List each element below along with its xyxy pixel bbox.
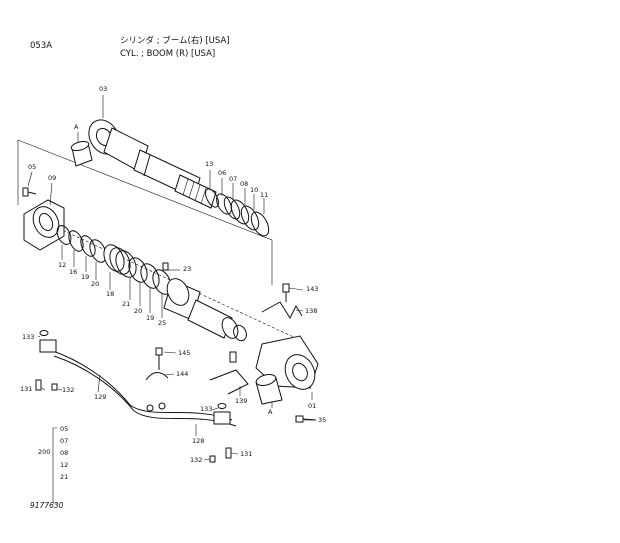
rod-seals: [205, 188, 270, 237]
callout-131-right: 131: [240, 450, 253, 458]
callout-25: 25: [158, 319, 167, 327]
callout-19-head: 19: [81, 273, 90, 281]
callout-08: 08: [240, 180, 249, 188]
callout-131-left: 131: [20, 385, 33, 393]
callout-13: 13: [205, 160, 214, 168]
title-japanese: シリンダ ; ブーム(右) [USA]: [120, 36, 230, 46]
callout-03: 03: [99, 85, 108, 93]
leader-lines: [27, 95, 314, 461]
kit-item: 12: [60, 461, 69, 469]
callout-132-left: 132: [62, 386, 75, 394]
figure-number: 9177630: [30, 501, 64, 510]
kit-item: 21: [60, 473, 69, 481]
callout-12: 12: [58, 261, 67, 269]
callout-143: 143: [306, 285, 319, 293]
callout-06: 06: [218, 169, 227, 177]
callout-20-piston: 20: [134, 307, 143, 315]
callout-01: 01: [308, 402, 317, 410]
callout-07: 07: [229, 175, 238, 183]
bolt-35: [295, 415, 317, 423]
callout-133-left: 133: [22, 333, 35, 341]
kit-bracket: [52, 427, 57, 504]
callout-10: 10: [250, 186, 259, 194]
callout-132-right: 132: [190, 456, 203, 464]
callout-09: 09: [48, 174, 57, 182]
callout-21: 21: [122, 300, 131, 308]
callout-138: 138: [305, 307, 318, 315]
piston-assembly: [128, 257, 247, 342]
title-english: CYL. ; BOOM (R) [USA]: [120, 49, 216, 59]
bracket-139: [209, 351, 249, 395]
callout-145: 145: [178, 349, 191, 357]
head-seals: [56, 225, 137, 278]
clamp-144: [145, 347, 169, 381]
pipe-lines: [35, 330, 237, 463]
callout-23: 23: [183, 265, 192, 273]
callout-139: 139: [235, 397, 248, 405]
assembly-frame: [17, 139, 273, 285]
cylinder-head: [22, 187, 65, 251]
callout-129: 129: [94, 393, 107, 401]
callout-05: 05: [28, 163, 37, 171]
kit-item: 05: [60, 425, 69, 433]
callout-16: 16: [69, 268, 78, 276]
callout-128: 128: [192, 437, 205, 445]
callout-11: 11: [260, 191, 269, 199]
callout-19-piston: 19: [146, 314, 155, 322]
callout-133-right: 133: [200, 405, 213, 413]
callout-18: 18: [106, 290, 115, 298]
rod-bushing: [70, 140, 93, 167]
piston-rod: [88, 119, 217, 209]
kit-item: 08: [60, 449, 69, 457]
kit-number: 200: [38, 448, 51, 456]
kit-item: 07: [60, 437, 69, 445]
callout-a-rod: A: [74, 123, 79, 131]
callout-a-tube: A: [268, 408, 273, 416]
cylinder-tube: [255, 335, 319, 405]
callout-144: 144: [176, 370, 189, 378]
callout-35: 35: [318, 416, 327, 424]
page-code: 053A: [30, 41, 53, 51]
callout-20-head: 20: [91, 280, 100, 288]
